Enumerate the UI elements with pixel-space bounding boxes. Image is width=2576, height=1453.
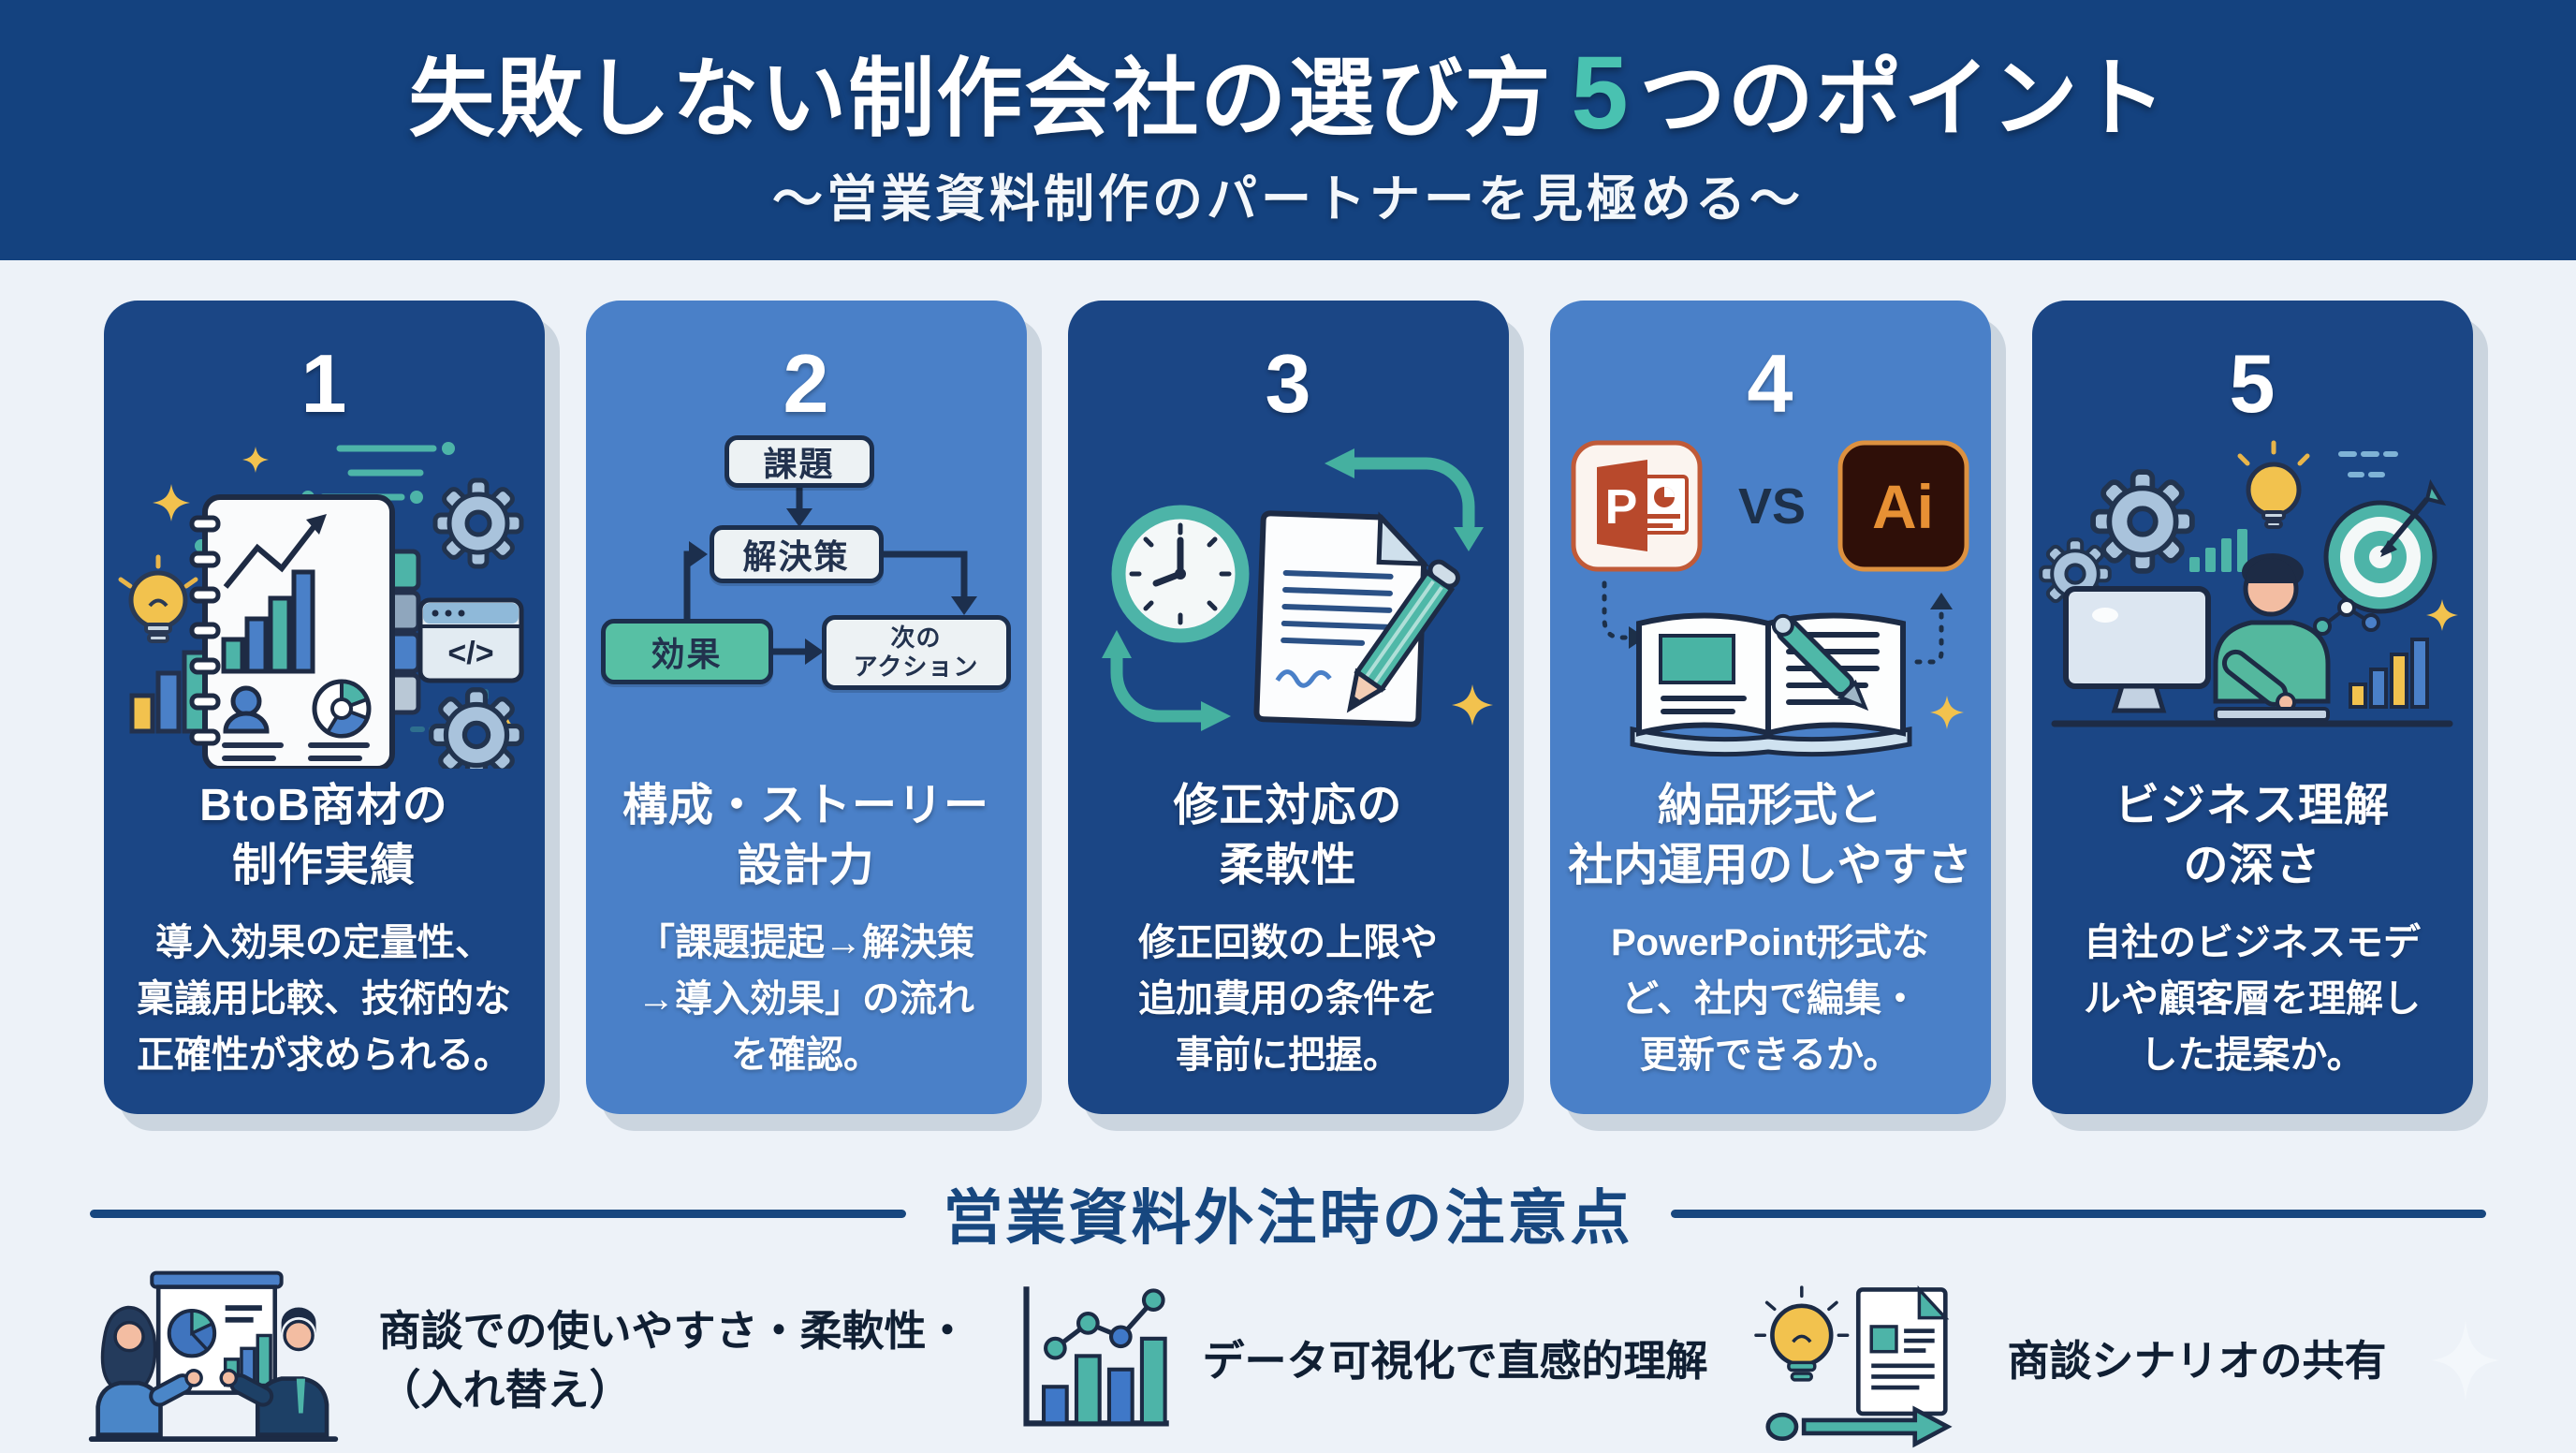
faint-sparkle-icon <box>2430 1319 2500 1402</box>
format-comparison-icon: P VS Ai <box>1571 440 1969 757</box>
point-card-2: 2 課題 解決策 効果 次の アクション 構成・ <box>585 301 1027 1114</box>
page-subtitle: ～営業資料制作のパートナーを見極める～ <box>772 171 1804 227</box>
card-4-title: 納品形式と 社内運用のしやすさ <box>1568 780 1972 890</box>
flow-box-problem: 課題 <box>724 435 874 488</box>
lightbulb-document-icon <box>1753 1284 1953 1448</box>
growth-bars-icon <box>2348 638 2429 709</box>
dash-lines <box>2337 451 2398 477</box>
gear-icon <box>431 690 521 769</box>
point-card-4: 4 P VS Ai <box>1549 301 1991 1114</box>
ppt-letter: P <box>1604 480 1637 535</box>
notes-title: 営業資料外注時の注意点 <box>943 1184 1633 1252</box>
card-5-description: 自社のビジネスモデ ルや顧客層を理解し した提案か。 <box>2084 922 2421 1076</box>
flow-box-effect: 効果 <box>600 619 773 684</box>
note-item-usability: 商談での使いやすさ・柔軟性・ （入れ替え） <box>73 1269 968 1452</box>
vs-label: VS <box>1737 478 1805 535</box>
computer-monitor-icon <box>2062 586 2211 713</box>
code-window-icon: </> <box>417 597 523 683</box>
flow-box-solution: 解決策 <box>709 525 884 583</box>
note-label-scenario: 商談シナリオの共有 <box>2007 1336 2387 1385</box>
report-portfolio-icon: </> <box>118 442 545 769</box>
card-2-number: 2 <box>783 337 829 430</box>
report-notebook-icon <box>189 494 395 769</box>
mini-bars-icon <box>2188 529 2247 572</box>
divider-line <box>1670 1209 2486 1218</box>
ai-label: Ai <box>1872 472 1934 541</box>
divider-line <box>90 1209 906 1218</box>
notes-items-row: 商談での使いやすさ・柔軟性・ （入れ替え） データ可視化で直感的理解 <box>0 1268 2576 1453</box>
card-2-description: 「課題提起→解決策 →導入効果」の流れ を確認。 <box>637 922 974 1076</box>
sparkle-icon <box>2425 599 2458 631</box>
sparkle-icon <box>1929 696 1964 729</box>
clock-icon <box>1111 505 1249 643</box>
points-row: 1 <box>0 301 2576 1114</box>
pen-icon <box>1771 613 1868 712</box>
card-4-illustration: P VS Ai <box>1550 432 1991 769</box>
card-1-illustration: </> <box>104 432 545 769</box>
lightbulb-icon <box>118 554 198 643</box>
card-5-number: 5 <box>2229 337 2276 430</box>
card-2-title: 構成・ストーリー 設計力 <box>622 780 989 890</box>
sparkle-icon <box>152 484 190 521</box>
sparkle-icon <box>242 447 269 473</box>
note-item-visualization: データ可視化で直感的理解 <box>1009 1279 1708 1443</box>
powerpoint-icon: P <box>1571 440 1702 572</box>
flowchart-arrows <box>683 488 977 665</box>
card-3-illustration <box>1068 432 1509 769</box>
notes-heading-row: 営業資料外注時の注意点 <box>0 1170 2576 1256</box>
card-5-illustration <box>2032 432 2473 769</box>
open-book-icon <box>1630 612 1911 757</box>
sparkle-icon <box>1451 684 1493 726</box>
card-2-illustration: 課題 解決策 効果 次の アクション <box>586 432 1027 769</box>
pie-chart-icon <box>312 679 371 739</box>
target-icon <box>2323 478 2446 614</box>
gear-icon <box>435 480 521 566</box>
pencil-icon <box>1346 559 1460 713</box>
card-4-description: PowerPoint形式な ど、社内で編集・ 更新できるか。 <box>1610 922 1930 1076</box>
card-1-title: BtoB商材の 制作実績 <box>199 780 448 890</box>
card-4-number: 4 <box>1747 337 1793 430</box>
note-item-scenario: 商談シナリオの共有 <box>1749 1268 2387 1453</box>
business-understanding-icon <box>2032 440 2458 727</box>
dots-link-icon <box>2312 598 2380 636</box>
note-label-usability: 商談での使いやすさ・柔軟性・ （入れ替え） <box>378 1307 969 1414</box>
bar-chart-growth-icon <box>1023 1285 1170 1426</box>
point-card-3: 3 <box>1067 301 1509 1114</box>
presentation-meeting-icon <box>89 1270 339 1443</box>
page-title-main: 失敗しない制作会社の選び方 <box>408 51 1553 147</box>
dashed-arrow-icon <box>1602 580 1943 665</box>
code-glyph: </> <box>447 636 493 671</box>
mini-bar-chart-icon <box>129 650 207 734</box>
illustrator-icon: Ai <box>1837 440 1969 572</box>
page-title-accent-number: 5 <box>1571 36 1631 151</box>
person-at-desk-icon <box>2213 553 2330 722</box>
card-5-title: ビジネス理解 の深さ <box>2114 780 2390 890</box>
flow-box-next-action: 次の アクション <box>821 615 1011 690</box>
card-3-description: 修正回数の上限や 追加費用の条件を 事前に把握。 <box>1138 922 1438 1076</box>
card-3-title: 修正対応の 柔軟性 <box>1173 780 1403 890</box>
card-1-number: 1 <box>300 337 347 430</box>
card-1-description: 導入効果の定量性、 稟議用比較、技術的な 正確性が求められる。 <box>137 922 511 1076</box>
page-title-suffix: つのポイント <box>1639 51 2168 147</box>
point-card-1: 1 <box>103 301 545 1114</box>
card-3-number: 3 <box>1265 337 1311 430</box>
cycle-arrow-icon <box>1110 457 1474 723</box>
revision-cycle-icon <box>1101 448 1493 731</box>
point-card-5: 5 <box>2031 301 2473 1114</box>
gear-icon <box>2093 472 2192 571</box>
note-label-visualization: データ可視化で直感的理解 <box>1202 1336 1708 1385</box>
lightbulb-icon <box>2237 440 2309 529</box>
